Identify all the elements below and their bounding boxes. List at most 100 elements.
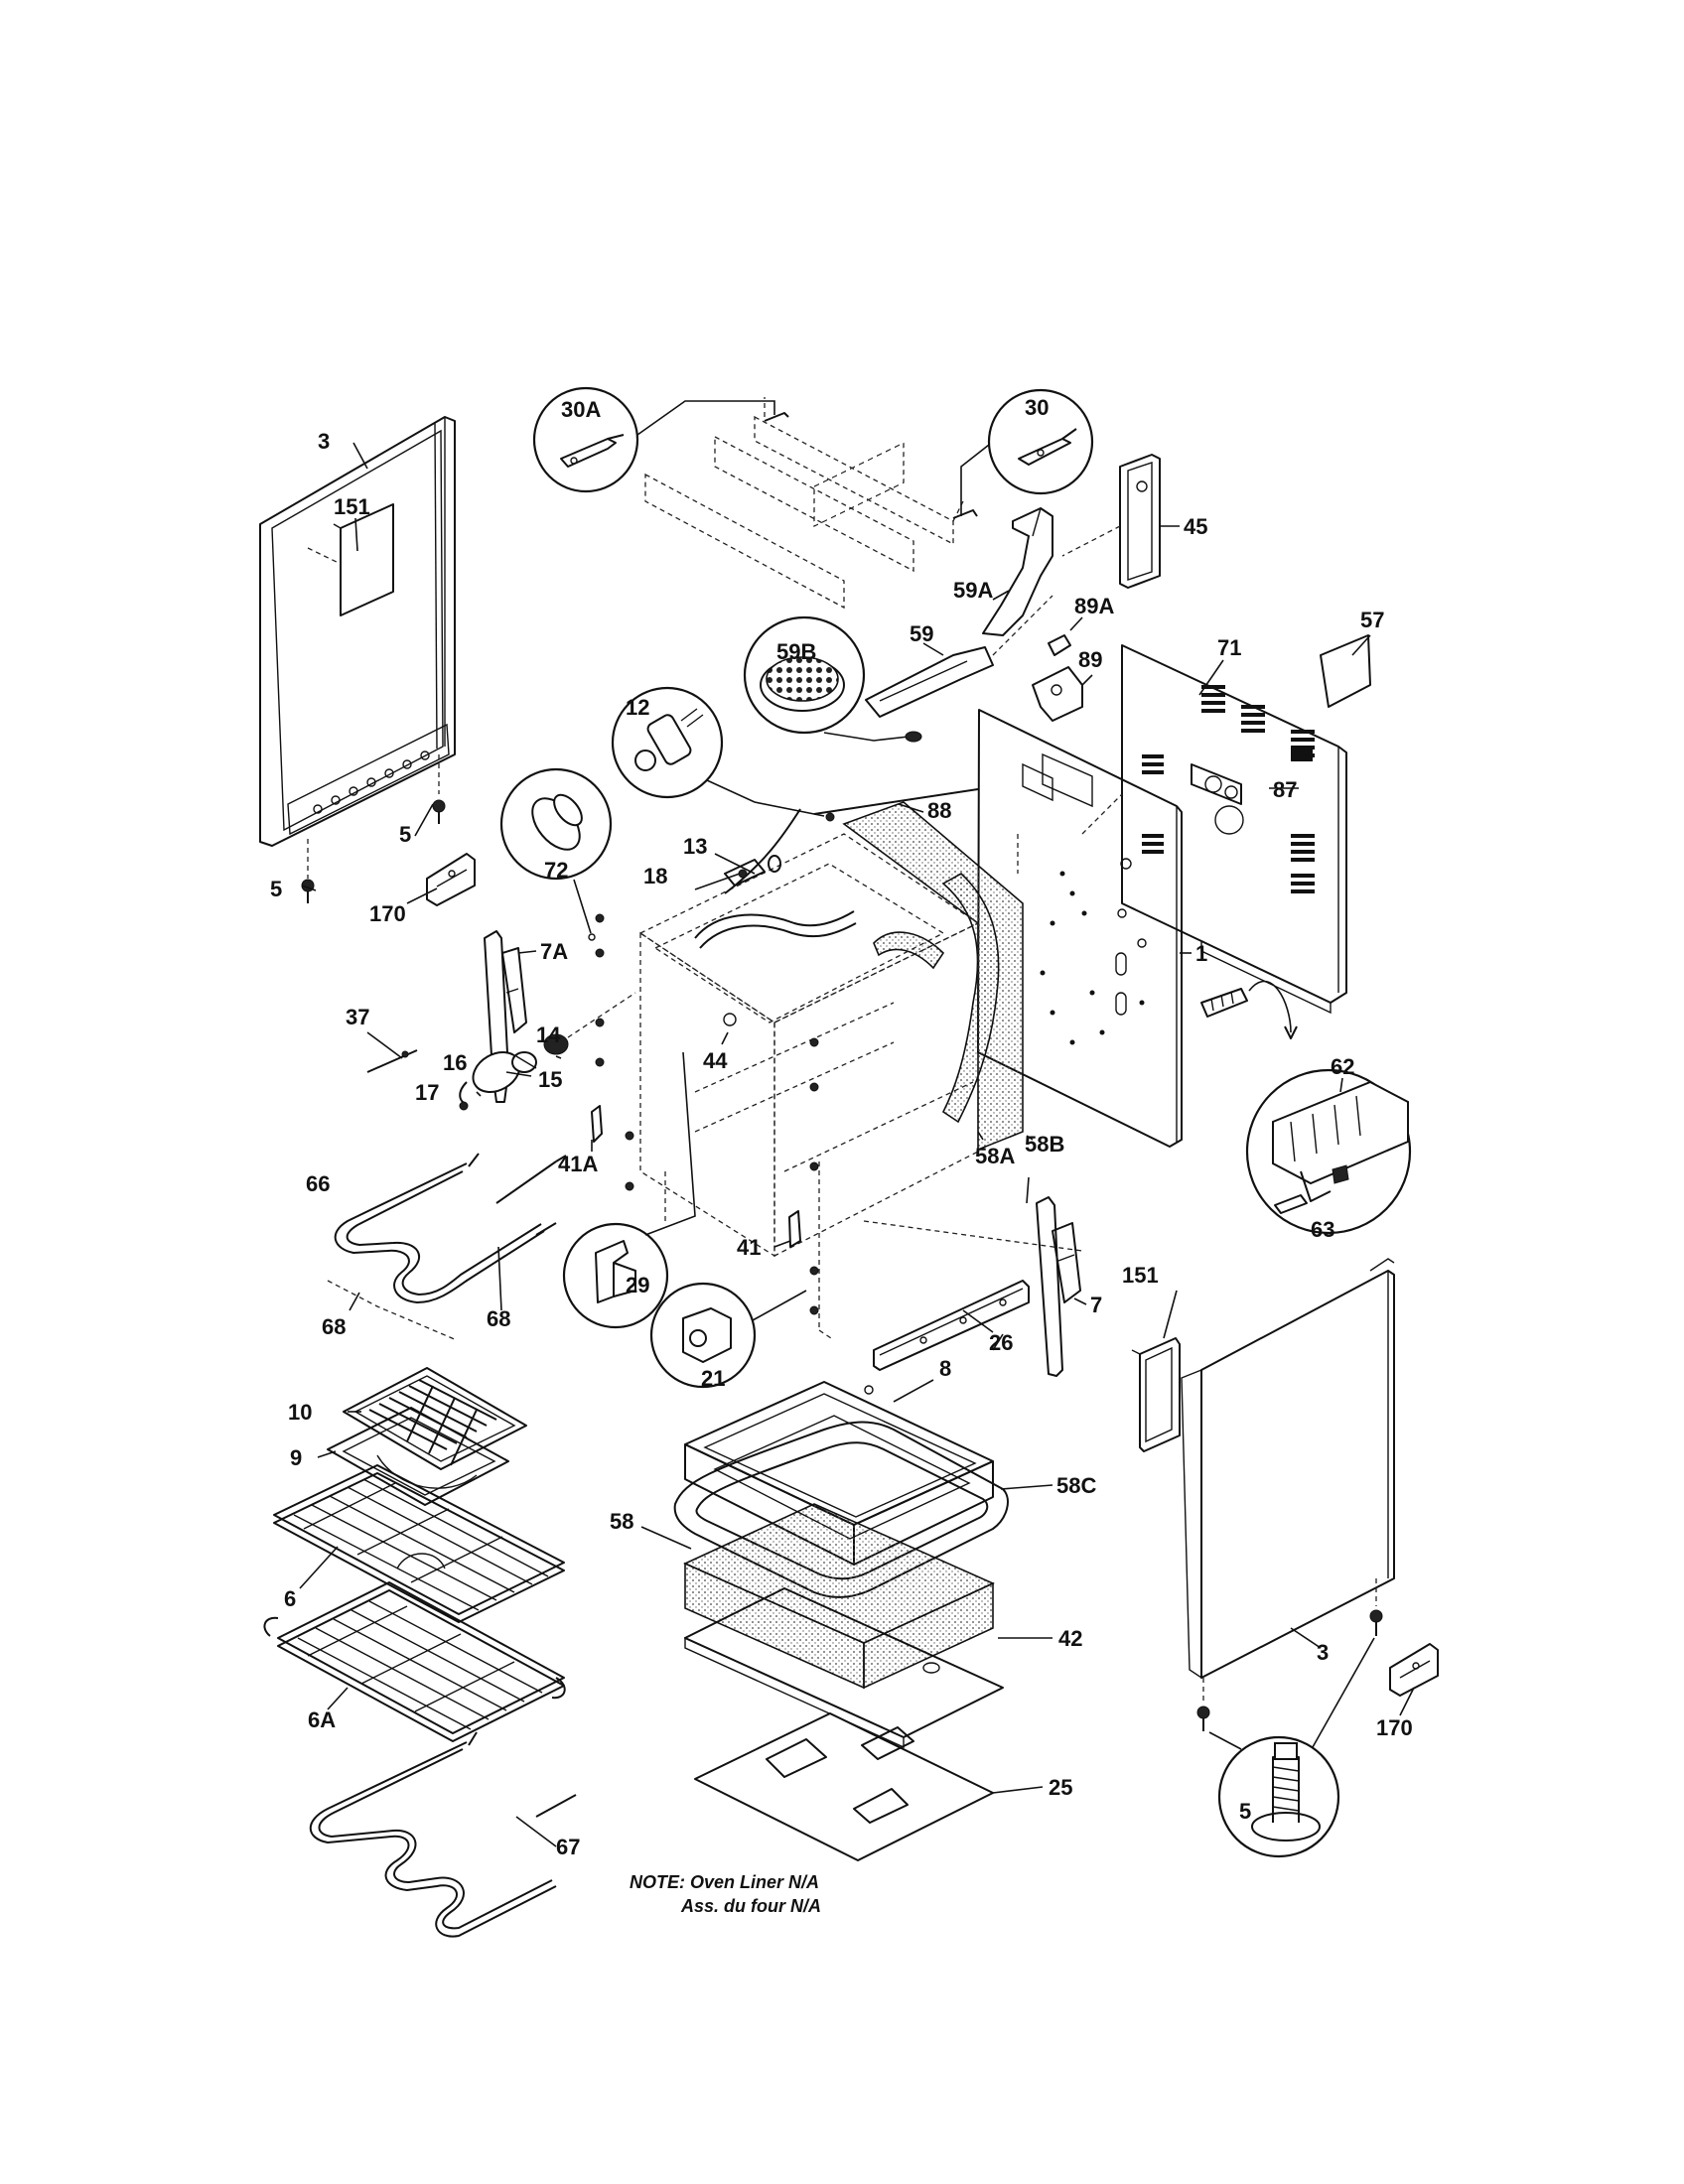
note-block: NOTE: Oven Liner N/A Ass. du four N/A — [630, 1872, 821, 1916]
label-57: 57 — [1360, 608, 1384, 632]
label-89: 89 — [1078, 647, 1102, 672]
right-side-panel — [1181, 1258, 1395, 1680]
label-67: 67 — [556, 1835, 580, 1859]
oven-rack-6A — [263, 1581, 566, 1742]
label-9: 9 — [290, 1445, 302, 1470]
label-58A: 58A — [975, 1144, 1015, 1168]
label-59B: 59B — [776, 639, 816, 664]
part-labels: 3 151 5 5 170 30A 30 45 59A 89A 59 59B 8… — [270, 395, 1413, 1859]
label-3-left: 3 — [318, 429, 330, 454]
label-29: 29 — [626, 1273, 649, 1297]
rear-vents — [1142, 685, 1315, 893]
bracket-151-right — [1131, 1337, 1181, 1452]
broiler-grid — [343, 1367, 527, 1470]
label-66: 66 — [306, 1171, 330, 1196]
lamp-assembly — [459, 992, 636, 1111]
insulation-58 — [683, 1503, 995, 1690]
label-7A: 7A — [540, 939, 568, 964]
bottom-rail-26 — [873, 1280, 1030, 1371]
label-62: 62 — [1331, 1054, 1354, 1079]
label-7: 7 — [1090, 1293, 1102, 1317]
label-1: 1 — [1195, 941, 1207, 966]
wire-37 — [366, 1049, 418, 1073]
oven-rack — [273, 1464, 565, 1623]
label-18: 18 — [643, 864, 667, 888]
label-16: 16 — [443, 1050, 467, 1075]
bake-element — [309, 1731, 577, 1938]
label-68-b: 68 — [487, 1306, 510, 1331]
screw-right-lower — [1196, 1678, 1210, 1731]
label-30A: 30A — [561, 397, 601, 422]
callout-29-clip — [562, 1051, 696, 1329]
oven-cavity — [595, 442, 1083, 1341]
label-59: 59 — [910, 621, 933, 646]
clip-41 — [773, 1210, 801, 1248]
note-line-2: Ass. du four N/A — [680, 1896, 821, 1916]
label-63: 63 — [1311, 1217, 1334, 1242]
label-14: 14 — [536, 1023, 561, 1047]
rack-wires — [293, 1478, 549, 1611]
callout-72-lamp-cover — [499, 767, 613, 941]
label-6: 6 — [284, 1586, 296, 1611]
screw-left-lower — [301, 839, 315, 903]
label-25: 25 — [1049, 1775, 1072, 1800]
label-68-a: 68 — [322, 1314, 346, 1339]
label-59A: 59A — [953, 578, 993, 603]
anti-tip-bracket-left — [426, 853, 476, 906]
broiler-pan — [327, 1407, 509, 1506]
label-5-b: 5 — [270, 877, 282, 901]
screw-left-upper — [432, 754, 446, 824]
vent-duct-lower — [865, 595, 1053, 718]
label-5-c: 5 — [1239, 1799, 1251, 1824]
oven-insulation — [842, 801, 1024, 1152]
label-17: 17 — [415, 1080, 439, 1105]
label-87: 87 — [1273, 777, 1297, 802]
label-12: 12 — [626, 695, 649, 720]
label-41A: 41A — [558, 1152, 598, 1176]
label-151-right: 151 — [1122, 1263, 1159, 1288]
sensor-bracket-18 — [724, 859, 766, 887]
rear-panel — [1121, 644, 1347, 1015]
label-26: 26 — [989, 1330, 1013, 1355]
terminal-box — [1061, 454, 1180, 589]
callout-30A — [532, 386, 789, 493]
label-13: 13 — [683, 834, 707, 859]
label-44: 44 — [703, 1048, 728, 1073]
label-15: 15 — [538, 1067, 562, 1092]
label-58B: 58B — [1025, 1132, 1064, 1157]
broil-element — [327, 1153, 567, 1341]
leader-lines — [299, 442, 1415, 1716]
label-151-left: 151 — [334, 494, 370, 519]
label-72: 72 — [544, 858, 568, 883]
callout-59B-filter — [743, 615, 922, 743]
drawer-gasket-58C — [673, 1421, 1009, 1598]
label-10: 10 — [288, 1400, 312, 1425]
callout-21-lock — [649, 1282, 807, 1389]
label-21: 21 — [701, 1366, 725, 1391]
grommet-44 — [721, 1031, 729, 1045]
label-170-left: 170 — [369, 901, 406, 926]
back-wall-holes — [1040, 871, 1145, 1045]
clip-89A — [1048, 616, 1083, 656]
vent-duct-upper — [982, 507, 1053, 636]
label-89A: 89A — [1074, 594, 1114, 618]
label-45: 45 — [1184, 514, 1207, 539]
note-line-1: NOTE: Oven Liner N/A — [630, 1872, 819, 1892]
callout-30 — [952, 388, 1094, 519]
label-41: 41 — [737, 1235, 761, 1260]
label-88: 88 — [927, 798, 951, 823]
label-30: 30 — [1025, 395, 1049, 420]
clip-41A — [591, 1105, 603, 1143]
bottom-cover-25 — [694, 1712, 1044, 1861]
terminal-block — [1200, 980, 1298, 1039]
label-71: 71 — [1217, 635, 1241, 660]
panel-holes — [313, 751, 430, 814]
anti-tip-bracket-right — [1389, 1643, 1439, 1697]
label-42: 42 — [1058, 1626, 1082, 1651]
label-8: 8 — [939, 1356, 951, 1381]
callout-62-terminal-block — [1245, 1068, 1412, 1235]
cavity-screws — [595, 913, 819, 1315]
screw-right-upper — [1369, 1578, 1383, 1636]
label-170-right: 170 — [1376, 1715, 1413, 1740]
